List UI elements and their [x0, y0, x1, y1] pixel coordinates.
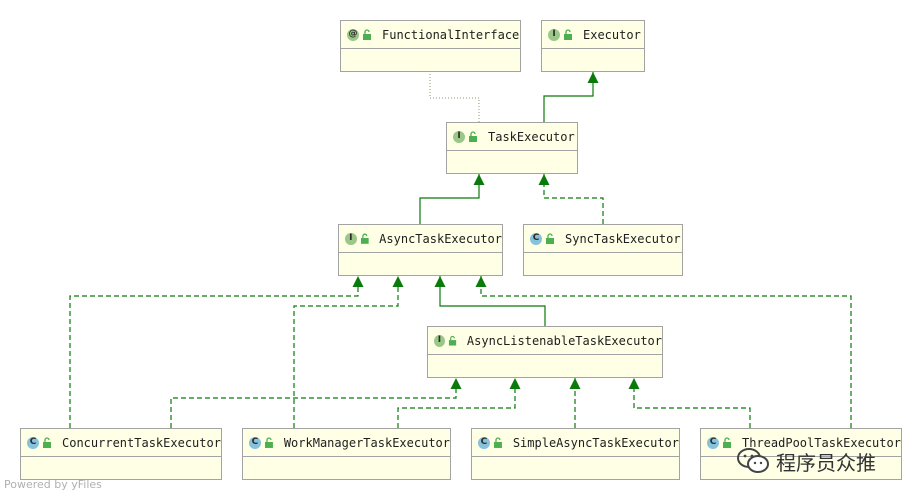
node-label: AsyncTaskExecutor: [379, 231, 502, 246]
node-concurrent-task-executor[interactable]: C ConcurrentTaskExecutor: [20, 428, 222, 480]
node-label: SimpleAsyncTaskExecutor: [512, 435, 679, 450]
node-task-executor[interactable]: I TaskExecutor: [446, 122, 578, 174]
node-label: SyncTaskExecutor: [565, 231, 681, 246]
node-label: Executor: [583, 27, 641, 42]
class-badge-icon: C: [707, 436, 719, 449]
edge-AsyncTaskExecutor-to-TaskExecutor: [419, 174, 485, 224]
edge-ConcurrentTaskExecutor-to-AsyncTaskExecutor: [69, 276, 364, 428]
edge-SyncTaskExecutor-to-TaskExecutor: [538, 174, 604, 224]
watermark-text: 程序员众推: [776, 450, 876, 475]
annotation-badge-icon: @: [347, 28, 359, 41]
interface-badge-icon: I: [345, 232, 357, 245]
node-sync-task-executor[interactable]: C SyncTaskExecutor: [523, 224, 683, 276]
lock-icon: [264, 436, 273, 448]
lock-icon: [363, 28, 371, 40]
node-label: WorkManagerTaskExecutor: [283, 435, 450, 450]
lock-icon: [43, 436, 51, 448]
lock-icon: [360, 233, 369, 244]
class-badge-icon: C: [27, 436, 39, 449]
lock-icon: [723, 436, 731, 448]
interface-badge-icon: I: [434, 334, 445, 347]
node-label: FunctionalInterface: [382, 27, 520, 42]
lock-icon: [469, 130, 477, 142]
node-async-task-executor[interactable]: I AsyncTaskExecutor: [338, 224, 503, 276]
node-executor[interactable]: I Executor: [541, 20, 645, 72]
node-label: TaskExecutor: [488, 129, 575, 144]
edge-ThreadPoolTaskExecutor-to-AsyncListenableTaskExecutor: [628, 378, 751, 428]
edge-TaskExecutor-to-FunctionalInterface: [429, 72, 480, 122]
edge-ThreadPoolTaskExecutor-to-AsyncTaskExecutor: [475, 276, 852, 428]
edge-TaskExecutor-to-Executor: [543, 72, 599, 122]
wechat-icon: [737, 448, 769, 473]
class-badge-icon: C: [478, 436, 490, 449]
node-simple-async-task-executor[interactable]: C SimpleAsyncTaskExecutor: [471, 428, 680, 480]
edge-WorkManagerTaskExecutor-to-AsyncTaskExecutor: [293, 276, 404, 428]
node-functional-interface[interactable]: @ FunctionalInterface: [340, 20, 521, 72]
lock-icon: [546, 232, 554, 244]
powered-by-footer: Powered by yFiles: [4, 478, 102, 491]
node-label: ThreadPoolTaskExecutor: [742, 435, 901, 450]
edge-ConcurrentTaskExecutor-to-AsyncListenableTaskExecutor: [170, 378, 462, 428]
class-badge-icon: C: [249, 436, 261, 449]
node-work-manager-task-executor[interactable]: C WorkManagerTaskExecutor: [242, 428, 451, 480]
interface-badge-icon: I: [548, 28, 560, 41]
edge-AsyncListenableTaskExecutor-to-AsyncTaskExecutor: [434, 276, 546, 326]
lock-icon: [448, 335, 457, 346]
lock-icon: [564, 28, 572, 40]
node-async-listenable-task-executor[interactable]: I AsyncListenableTaskExecutor: [427, 326, 663, 378]
edge-WorkManagerTaskExecutor-to-AsyncListenableTaskExecutor: [397, 378, 521, 428]
lock-icon: [493, 436, 502, 448]
interface-badge-icon: I: [453, 130, 465, 143]
node-label: AsyncListenableTaskExecutor: [466, 333, 662, 348]
node-label: ConcurrentTaskExecutor: [62, 435, 221, 450]
node-thread-pool-task-executor[interactable]: C ThreadPoolTaskExecutor: [700, 428, 902, 480]
class-badge-icon: C: [530, 232, 542, 245]
watermark: 程序员众推: [736, 444, 876, 478]
